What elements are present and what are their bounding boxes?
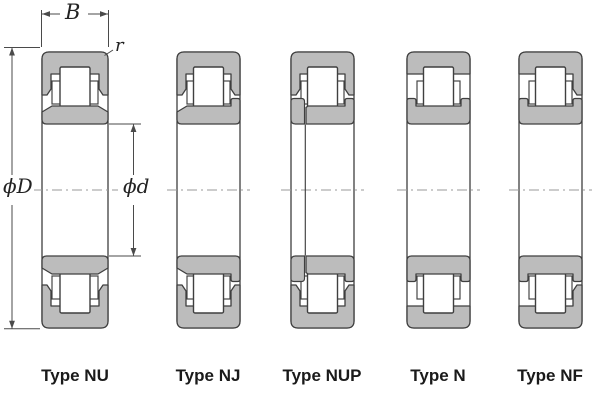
dim-outer-diameter-label: ϕD (2, 174, 34, 198)
type-label-nu: Type NU (41, 366, 109, 385)
type-label-nf: Type NF (517, 366, 583, 385)
type-label-nj: Type NJ (175, 366, 241, 385)
bearing-figure-nf (509, 51, 592, 329)
type-label-nup: Type NUP (282, 366, 362, 385)
bearing-figure-nu (32, 51, 118, 329)
bearing-figure-nj (167, 51, 250, 329)
dimension-annotations (4, 10, 141, 330)
dim-width-label: B (64, 0, 82, 24)
type-label-n: Type N (410, 366, 466, 385)
dim-corner-radius-label: r (114, 35, 125, 56)
bearing-figure-n (397, 51, 480, 329)
dim-bore-diameter-label: ϕd (122, 174, 151, 198)
bearing-figure-nup (281, 51, 364, 329)
